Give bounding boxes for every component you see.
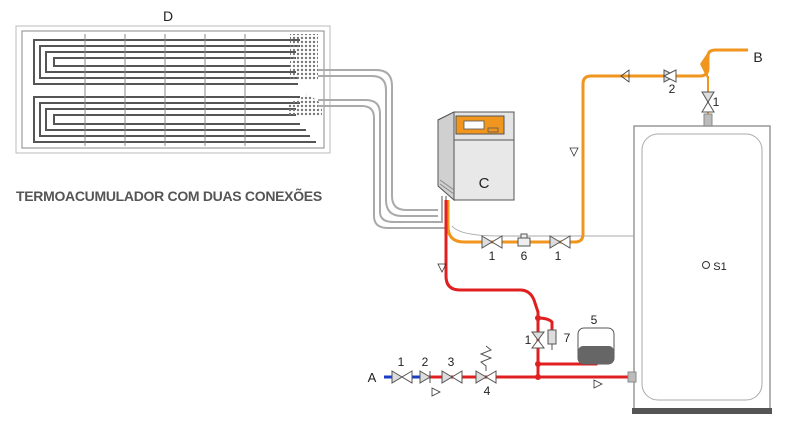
arrow-hot-down <box>569 147 579 157</box>
controller-label: C <box>479 175 490 192</box>
valve-hot-2: 2 <box>662 69 678 96</box>
svg-text:1: 1 <box>398 355 405 369</box>
svg-text:1: 1 <box>525 333 532 347</box>
svg-text:2: 2 <box>422 355 429 369</box>
diagram-caption: TERMOACUMULADOR COM DUAS CONEXÕES <box>16 187 322 204</box>
svg-text:1: 1 <box>713 95 720 109</box>
collector-dividers <box>84 34 246 146</box>
arrow-cold-down <box>437 263 447 273</box>
valve-return-1a: 1 <box>481 235 503 263</box>
svg-text:1: 1 <box>555 249 562 263</box>
svg-text:4: 4 <box>484 384 491 398</box>
svg-text:7: 7 <box>564 331 571 345</box>
num-exp-vessel-5: 5 <box>591 313 598 327</box>
hot-tee <box>700 52 708 80</box>
svg-text:3: 3 <box>448 355 455 369</box>
arrow-hot-outlet <box>620 69 630 83</box>
sensor-label: S1 <box>713 261 726 273</box>
drain-valve-7: 7 <box>547 329 571 350</box>
svg-text:1: 1 <box>489 249 496 263</box>
arrow-supply-right <box>431 387 441 397</box>
flow-meter-6: 6 <box>517 233 531 263</box>
controller-unit: C <box>437 111 515 202</box>
sensor-icon <box>702 261 710 269</box>
collector-upper-head <box>290 34 318 80</box>
inlet-label: A <box>368 370 377 385</box>
arrow-tank-inlet <box>593 379 603 389</box>
collector-upper-coil <box>33 39 300 85</box>
valve-hot-1: 1 <box>701 91 720 113</box>
panel-label: D <box>163 8 173 24</box>
svg-text:2: 2 <box>669 82 676 96</box>
valve-return-1b: 1 <box>549 235 571 263</box>
valve-cold-3: 3 <box>441 355 463 384</box>
expansion-vessel: 5 <box>577 313 615 365</box>
valve-safety-1: 1 <box>525 331 545 349</box>
valve-cold-1: 1 <box>391 355 413 384</box>
solar-collector-panel: D <box>15 8 331 154</box>
pipe-junctions <box>535 315 541 380</box>
valve-cold-2: 2 <box>419 355 431 384</box>
flow-arrows <box>431 69 630 397</box>
valve-cold-4: 4 <box>475 345 497 398</box>
storage-tank: S1 <box>627 113 772 414</box>
outlet-label: B <box>753 49 762 65</box>
collector-lower-head <box>288 94 322 116</box>
svg-text:6: 6 <box>521 249 528 263</box>
collector-lower-coil <box>33 96 316 143</box>
